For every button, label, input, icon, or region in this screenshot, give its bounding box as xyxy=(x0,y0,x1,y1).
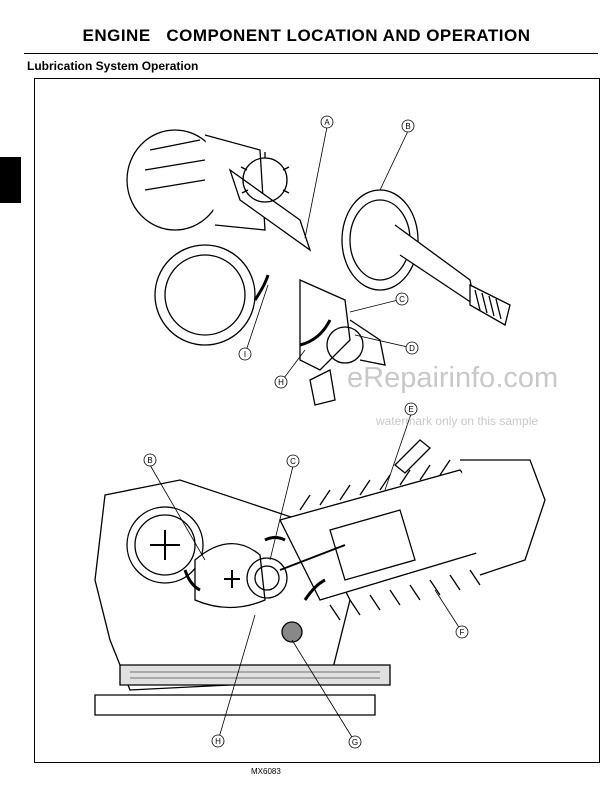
thread-lines xyxy=(474,289,502,320)
cooling-fins-top xyxy=(299,459,451,511)
label-i: I xyxy=(244,350,246,359)
dipper-arm xyxy=(349,319,386,366)
callout-e xyxy=(404,402,418,416)
callout-labels: A B C D H I B C E F G H xyxy=(147,118,464,747)
top-callouts xyxy=(238,115,419,389)
callout-g xyxy=(348,735,362,749)
bottom-cam-gear-inner xyxy=(134,514,196,576)
callout-a xyxy=(320,115,334,129)
cylinder-head xyxy=(460,459,546,576)
callout-h-top xyxy=(274,375,288,389)
crank-journal-inner xyxy=(254,565,280,591)
crank-journal xyxy=(246,557,288,599)
camshaft-lobe xyxy=(281,621,303,643)
label-b-top: B xyxy=(405,122,410,131)
crank-center-mark xyxy=(224,570,240,588)
label-f: F xyxy=(460,628,465,637)
dipper-base xyxy=(309,369,336,406)
chapter-tab xyxy=(0,157,21,203)
figure-frame xyxy=(34,78,600,763)
crankshaft-thread xyxy=(469,283,511,326)
crankshaft-shaft xyxy=(394,224,476,307)
base-rail xyxy=(94,694,376,716)
bottom-callouts xyxy=(143,402,469,749)
watermark-main: eRepairinfo.com xyxy=(347,362,559,394)
callout-i xyxy=(238,347,252,361)
page-title: ENGINE COMPONENT LOCATION AND OPERATION xyxy=(82,26,531,45)
section-title: Lubrication System Operation xyxy=(27,59,199,73)
label-d: D xyxy=(409,344,415,353)
top-illustration xyxy=(126,129,511,406)
governor-gear xyxy=(326,326,364,364)
bottom-illustration xyxy=(94,439,546,716)
cooling-fins-bottom xyxy=(329,569,481,621)
oil-sump xyxy=(119,664,391,686)
callout-f xyxy=(455,625,469,639)
bottom-flow-arrow-3 xyxy=(264,536,286,542)
callout-h-bottom xyxy=(211,734,225,748)
callout-c-bottom xyxy=(286,454,300,468)
bottom-flow-arrow-2 xyxy=(303,578,326,601)
cam-gear-inner xyxy=(164,254,246,336)
label-g: G xyxy=(352,738,358,747)
bottom-piston xyxy=(329,509,416,581)
spark-plug xyxy=(394,439,431,474)
label-a: A xyxy=(324,118,330,127)
label-h-top: H xyxy=(278,378,284,387)
label-c-bottom: C xyxy=(290,457,296,466)
title-rule xyxy=(24,53,598,54)
small-gear-teeth xyxy=(240,152,290,194)
label-h-bottom: H xyxy=(215,737,221,746)
oil-flow-arrow-2 xyxy=(299,319,332,347)
callout-d xyxy=(405,341,419,355)
dipper xyxy=(299,278,351,371)
label-b-bottom: B xyxy=(147,456,152,465)
bottom-con-rod xyxy=(279,544,346,571)
counterweight xyxy=(194,542,266,609)
callout-b-bottom xyxy=(143,453,157,467)
cam-gear xyxy=(154,244,256,346)
cam-center-mark xyxy=(150,530,180,560)
piston-rings xyxy=(144,139,206,191)
bottom-cam-gear xyxy=(126,506,204,584)
label-c-top: C xyxy=(399,295,405,304)
bottom-flow-arrow-1 xyxy=(183,569,201,592)
label-e: E xyxy=(408,405,413,414)
callout-b-top xyxy=(401,119,415,133)
oil-flow-arrow-1 xyxy=(253,274,270,301)
callout-c-top xyxy=(395,292,409,306)
figure-id: MX6083 xyxy=(251,767,281,776)
connecting-rod xyxy=(228,168,312,252)
watermark-sub: watermark only on this sample xyxy=(376,414,539,428)
oil-level-lines xyxy=(130,671,380,679)
